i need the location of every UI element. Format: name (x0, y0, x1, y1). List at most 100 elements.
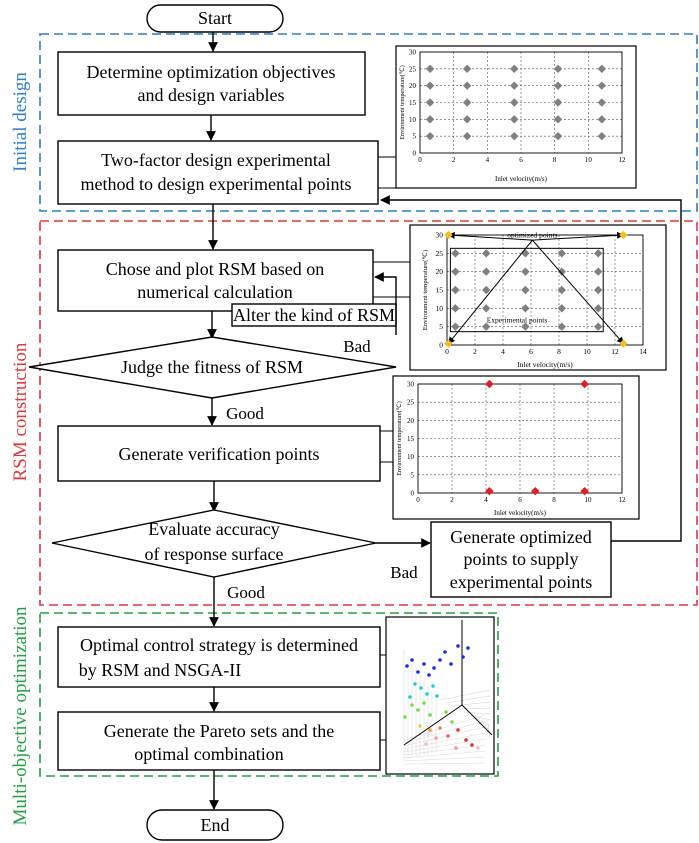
two-factor-text-2: method to design experimental points (81, 174, 352, 194)
verification-point (485, 379, 494, 389)
y-tick-label: 15 (436, 286, 444, 295)
supply-text-1: Generate optimized (450, 527, 591, 547)
experimental-point (594, 267, 603, 276)
x-axis-label: Inlet velocity(m/s) (495, 175, 548, 183)
experimental-point (451, 304, 460, 313)
start-label: Start (198, 8, 232, 28)
design-point (425, 81, 435, 90)
section-label-moo: Multi-objective optimization (10, 606, 31, 825)
objectives-box (57, 51, 366, 116)
start-terminal (146, 4, 284, 33)
pareto-point (438, 658, 442, 662)
design-point (462, 81, 472, 90)
grid-line (463, 711, 491, 715)
pareto-point (410, 703, 414, 707)
design-point (510, 81, 519, 90)
pareto-point (422, 701, 426, 705)
optimized-point (444, 339, 453, 348)
end-terminal (146, 809, 284, 841)
x-tick-label: 10 (585, 496, 593, 504)
x-tick-label: 6 (518, 496, 522, 504)
design-point (597, 131, 606, 141)
verification-point (580, 379, 589, 389)
pareto-point (456, 644, 460, 648)
pareto-point (466, 646, 470, 650)
pareto-point (438, 726, 442, 730)
y-tick-label: 30 (407, 381, 415, 389)
grid-line (403, 726, 486, 747)
pareto-point (424, 742, 428, 746)
optimized-point (619, 339, 628, 348)
annotation-arrow (532, 231, 625, 241)
y-axis-label: Environment temperature(℃) (399, 65, 406, 139)
section-label-initial: Initial design (10, 72, 31, 172)
experimental-region-box (449, 247, 604, 333)
pareto-point (449, 662, 453, 666)
pareto-point (418, 724, 422, 728)
fitness-text: Judge the fitness of RSM (121, 357, 303, 377)
experimental-point (594, 285, 603, 295)
experimental-point (482, 322, 491, 331)
verification-box (57, 425, 381, 482)
pareto-box (57, 711, 381, 771)
pareto-point (403, 715, 407, 719)
verification-text: Generate verification points (119, 444, 320, 464)
experimental-point (557, 285, 566, 295)
experimental-point (451, 267, 460, 276)
grid-line (403, 756, 486, 762)
rsm-text-2: numerical calculation (137, 282, 292, 302)
design-point (553, 131, 563, 141)
experimental-point (482, 249, 491, 258)
y-tick-label: 10 (407, 453, 415, 461)
experimental-point (557, 249, 566, 258)
x-tick-label: 4 (486, 156, 490, 164)
design-point (597, 81, 606, 90)
experimental-point (521, 249, 530, 258)
design-point (553, 98, 563, 107)
experimental-point (521, 285, 530, 295)
design-point (553, 115, 563, 124)
y-tick-label: 15 (409, 99, 417, 107)
pareto-point (405, 664, 409, 668)
grid-line (403, 738, 486, 753)
fitness-good-label: Good (226, 404, 264, 423)
pareto-point (434, 736, 438, 740)
x-tick-label: 0 (418, 156, 422, 164)
experimental-point (557, 267, 566, 276)
pareto-point (413, 682, 417, 686)
x-tick-label: 10 (585, 156, 593, 164)
x-tick-label: 2 (450, 496, 454, 504)
pareto-point (428, 713, 432, 717)
x-tick-label: 8 (553, 156, 557, 164)
pareto-point (427, 673, 431, 677)
pareto-point (435, 694, 439, 698)
x-tick-label: 4 (484, 496, 488, 504)
y-tick-label: 25 (436, 249, 444, 258)
y-tick-label: 5 (439, 322, 443, 331)
pareto-point (446, 734, 450, 738)
verification-point (531, 486, 540, 496)
design-point (425, 98, 435, 107)
pareto-point (450, 720, 454, 724)
y-tick-label: 15 (407, 435, 415, 443)
experimental-point (482, 267, 491, 276)
design-point (510, 98, 519, 107)
x-tick-label: 10 (583, 347, 591, 356)
experimental-point (557, 322, 566, 331)
experimental-point (594, 322, 603, 331)
rsm-box (57, 249, 374, 312)
x-tick-label: 4 (501, 347, 505, 356)
pareto-point (444, 710, 448, 714)
experimental-point (521, 267, 530, 276)
x-tick-label: 0 (416, 496, 420, 504)
supply-text-2: points to supply (463, 549, 578, 569)
verification-point (485, 486, 494, 496)
grid-line (403, 762, 486, 765)
y-tick-label: 25 (407, 399, 415, 407)
pareto-text-1: Generate the Pareto sets and the (104, 721, 334, 741)
chart-frame (392, 375, 640, 520)
pareto-point (416, 708, 420, 712)
x-tick-label: 8 (552, 496, 556, 504)
initial-design-frame (39, 33, 698, 212)
x-tick-label: 14 (639, 347, 647, 356)
